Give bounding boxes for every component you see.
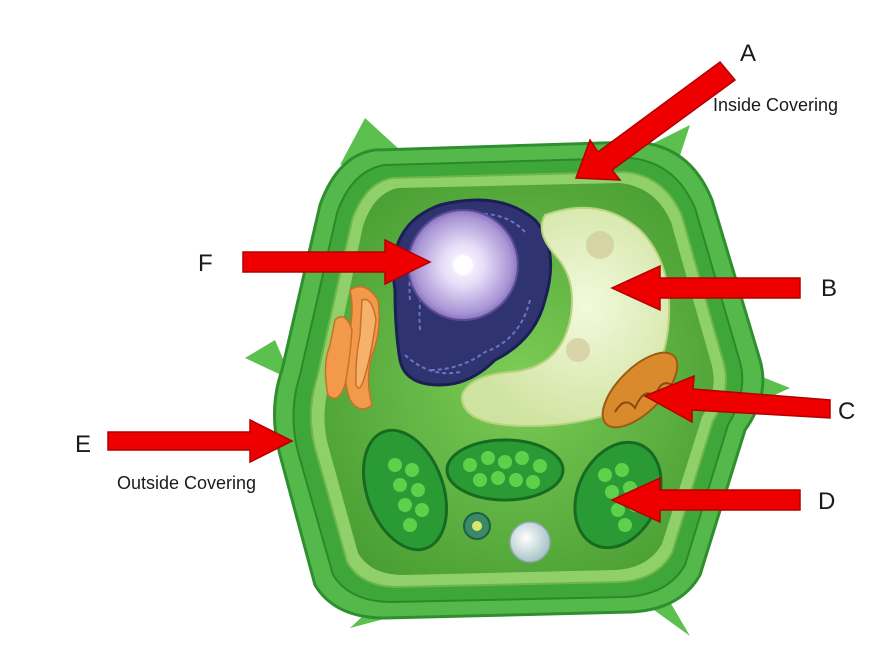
vesicle [509, 521, 551, 563]
centrosome [463, 512, 491, 540]
nucleolus [453, 255, 473, 275]
mitochondrion [601, 351, 679, 429]
chloroplast [361, 428, 449, 552]
caption-inside-covering: Inside Covering [713, 95, 839, 115]
arrow-b [610, 264, 801, 312]
chloroplast [445, 438, 565, 502]
caption-outside-covering: Outside Covering [117, 473, 257, 493]
vacuole [460, 206, 671, 427]
label-b: B [821, 275, 838, 302]
label-f: F [198, 250, 213, 277]
label-e: E [75, 431, 92, 458]
arrow-f [242, 238, 432, 286]
label-a: A [740, 40, 757, 67]
vacuole-spot [566, 338, 590, 362]
arrow-e [107, 418, 294, 464]
arrow-c [643, 374, 831, 424]
chloroplast [573, 440, 663, 550]
golgi-apparatus [324, 285, 380, 410]
arrow-d [610, 476, 801, 524]
vacuole-spot [586, 231, 614, 259]
label-d: D [818, 488, 836, 515]
label-c: C [838, 398, 856, 425]
arrow-a [574, 60, 737, 181]
